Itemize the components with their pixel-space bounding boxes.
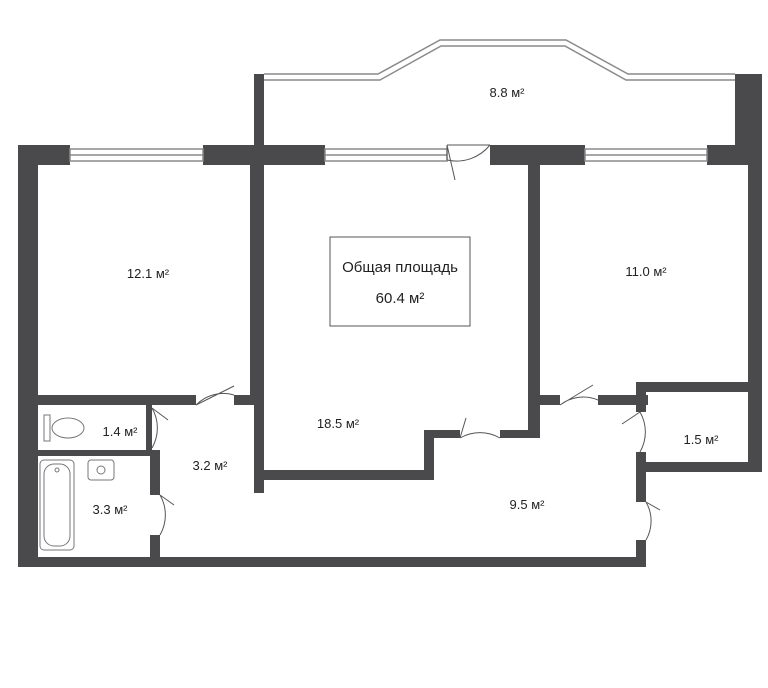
wall-bath-right-2 [150,535,160,567]
bathtub-inner-icon [43,463,71,547]
doors [151,144,661,541]
wall-balcony-right [735,74,762,154]
area-balcony: 8.8 м² [490,85,526,100]
area-living-room: 18.5 м² [317,416,360,431]
windows [69,39,735,162]
wall-balcony-left [254,74,264,154]
balcony-glazing-outer [264,39,735,75]
wall-outer-right [748,145,762,472]
door-closet[interactable] [621,411,646,453]
total-area-value: 60.4 м² [376,290,425,307]
wall-living-step-h2 [500,430,538,438]
walls [18,74,762,567]
wall-closet-left-2 [636,452,646,472]
area-bedroom-right: 11.0 м² [625,264,667,279]
door-left-bedroom[interactable] [195,385,235,406]
door-hall-right[interactable] [645,501,661,541]
wall-int-b2 [234,395,264,405]
fixtures [39,414,115,551]
total-area-box [329,236,471,327]
wall-int-c [528,145,540,438]
bath-drain-icon [54,467,60,473]
wall-right-lower [640,382,762,392]
wall-toilet-right [146,405,152,453]
sink-drain-icon [96,465,106,475]
area-toilet: 1.4 м² [103,424,139,439]
area-corridor-left: 3.2 м² [193,458,229,473]
wall-living-step-v [424,430,434,480]
wall-living-bottom [254,470,432,480]
wall-hall-right [636,472,646,502]
wall-bath-right [150,450,160,495]
wall-int-d2 [598,395,648,405]
bathtub-icon [39,459,75,551]
door-right-bedroom[interactable] [559,384,599,406]
total-area-title: Общая площадь [342,259,458,276]
wall-int-a2 [254,395,264,493]
door-bath[interactable] [159,494,175,536]
wall-living-step-h [424,430,460,438]
wall-hall-right-2 [636,540,646,567]
door-balcony[interactable] [446,144,491,162]
door-living[interactable] [459,417,501,439]
wall-outer-left [18,145,38,567]
area-bedroom-left: 12.1 м² [127,266,170,281]
wall-int-a [250,145,264,395]
area-closet: 1.5 м² [684,432,720,447]
wall-closet-left [636,382,646,412]
door-toilet[interactable] [151,407,169,449]
wall-toilet-bottom [18,450,160,456]
door-balcony-leaf [446,144,456,181]
wall-outer-bottom [18,557,646,567]
area-hallway: 9.5 м² [510,497,546,512]
sink-icon [87,459,115,481]
area-bathroom: 3.3 м² [93,502,129,517]
wall-top-left [18,145,70,165]
toilet-bowl-icon [51,417,85,439]
toilet-tank-icon [43,414,51,442]
wall-right-bottom [640,462,762,472]
wall-int-d [540,395,560,405]
balcony-glazing-inner [264,45,735,81]
wall-int-b [18,395,196,405]
